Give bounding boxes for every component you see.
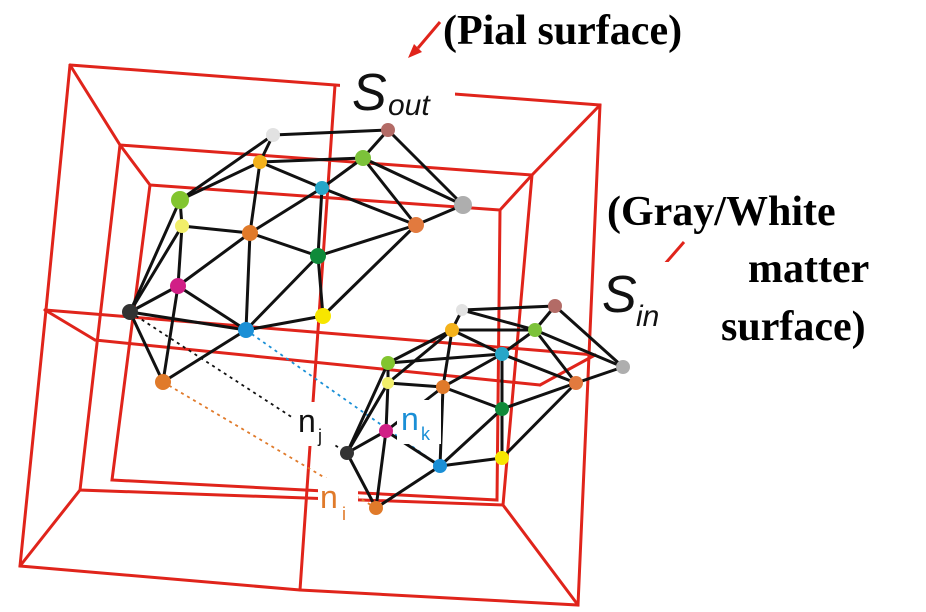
vertex <box>155 374 171 390</box>
vertex <box>242 225 258 241</box>
inner-surface-vertices <box>340 299 630 515</box>
vertex <box>381 123 395 137</box>
frame-center-vertical <box>298 83 337 592</box>
inner-surface-mesh <box>345 304 625 510</box>
vertex <box>436 380 450 394</box>
vertex <box>495 402 509 416</box>
n-i-sub: i <box>342 504 346 524</box>
vertex <box>382 377 394 389</box>
vertex <box>381 356 395 370</box>
frame-plane-3 <box>43 308 97 342</box>
s-out-label: S out <box>340 60 455 122</box>
pial-surface-label: (Pial surface) <box>443 8 682 54</box>
vertex <box>495 347 509 361</box>
vertex <box>170 278 186 294</box>
gray-white-label-line3: surface) <box>721 304 866 350</box>
vertex <box>548 299 562 313</box>
frame-edge-bl <box>18 488 82 568</box>
vertex <box>454 196 472 214</box>
vertex <box>379 424 393 438</box>
frame-mid-edge-tr <box>498 173 534 212</box>
s-in-main: S <box>602 266 637 324</box>
frame-edge-br <box>501 503 580 607</box>
text-labels: (Pial surface) (Gray/White matter surfac… <box>294 8 869 524</box>
vertex <box>253 155 267 169</box>
outer-surface-vertices <box>122 123 472 390</box>
s-in-label: S in <box>598 262 680 333</box>
pial-arrowhead-icon <box>408 44 422 58</box>
vertex <box>315 308 331 324</box>
n-j-label: n j <box>294 402 334 446</box>
vertex <box>175 219 189 233</box>
vertex <box>315 181 329 195</box>
frame-edge-tl <box>68 63 122 147</box>
vertex <box>569 376 583 390</box>
vertex <box>266 128 280 142</box>
gray-white-label-line1: (Gray/White <box>607 189 836 235</box>
n-i-label: n i <box>318 478 358 524</box>
vertex <box>369 501 383 515</box>
s-out-sub: out <box>388 89 431 122</box>
n-i-main: n <box>320 479 338 515</box>
vertex <box>495 451 509 465</box>
n-j-main: n <box>298 403 316 439</box>
vertex <box>340 446 354 460</box>
vertex <box>408 217 424 233</box>
vertex <box>616 360 630 374</box>
correspondence-lines <box>129 311 441 509</box>
n-k-label: n k <box>397 400 441 444</box>
gray-white-arrow <box>662 241 686 266</box>
frame-mid <box>110 183 502 502</box>
vertex <box>310 248 326 264</box>
frame-mid-edge-tl <box>118 143 152 187</box>
s-in-sub: in <box>636 300 659 333</box>
frame-outer <box>18 63 602 607</box>
vertex <box>355 150 371 166</box>
n-k-sub: k <box>421 424 431 444</box>
bounding-box-frame <box>18 63 602 607</box>
s-out-main: S <box>352 64 387 122</box>
n-k-main: n <box>401 401 419 437</box>
vertex <box>433 459 447 473</box>
vertex <box>238 322 254 338</box>
vertex <box>122 304 138 320</box>
pial-arrow <box>416 21 442 49</box>
gray-white-label-line2: matter <box>748 246 869 292</box>
vertex <box>456 304 468 316</box>
vertex <box>528 323 542 337</box>
vertex <box>445 323 459 337</box>
correspondence-n-j <box>129 311 348 454</box>
vertex <box>171 191 189 209</box>
n-j-sub: j <box>317 426 322 446</box>
frame-edge-tr <box>530 103 602 177</box>
